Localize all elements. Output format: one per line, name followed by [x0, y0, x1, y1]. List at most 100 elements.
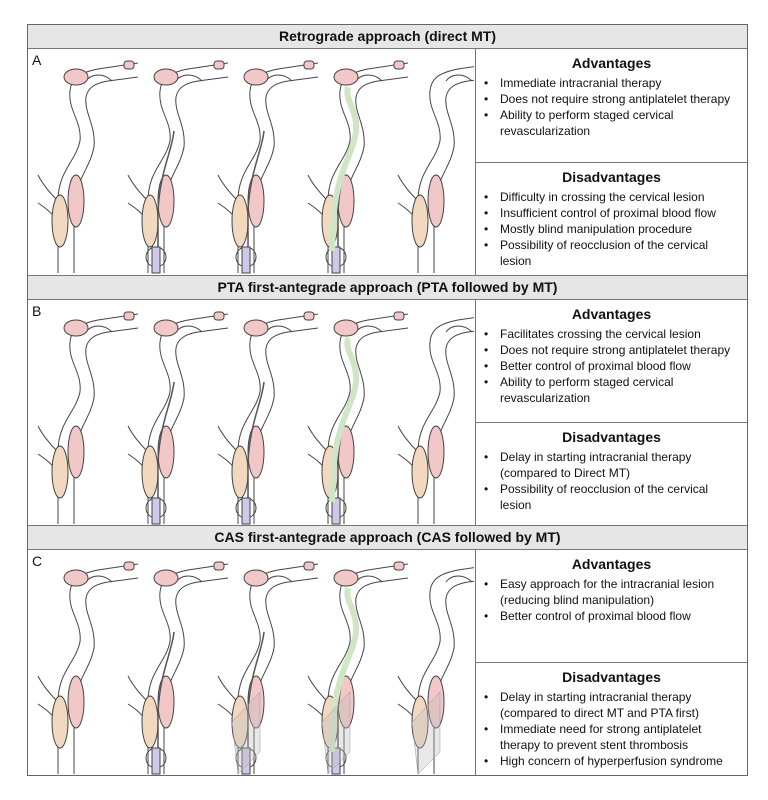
list-item: Immediate intracranial therapy [484, 75, 741, 91]
intracranial-occlusion [153, 569, 179, 587]
vessel-wall [397, 317, 474, 524]
stage-panel [127, 561, 229, 775]
balloon-catheter [331, 497, 341, 525]
guide-catheter [247, 130, 265, 273]
list-item: Better control of proximal blood flow [484, 608, 741, 624]
vessel-wall [307, 563, 409, 774]
distal-vessel-marker [303, 561, 315, 571]
vessel-branch [85, 74, 113, 82]
cervical-plaque [411, 194, 429, 248]
vessel-branch [85, 325, 113, 333]
cervical-lesion [157, 425, 175, 479]
intracranial-occlusion [333, 68, 359, 86]
stage-panel [217, 311, 319, 525]
balloon-catheter [241, 246, 251, 274]
vessel-wall [217, 313, 319, 524]
stage-panel [217, 60, 319, 274]
cervical-plaque [141, 445, 159, 499]
cervical-lesion [427, 174, 445, 228]
list-item: Better control of proximal blood flow [484, 358, 741, 374]
cervical-lesion [157, 174, 175, 228]
advantages-panel: Advantages Immediate intracranial therap… [475, 49, 747, 162]
advantages-heading: Advantages [571, 306, 652, 322]
intracranial-occlusion [243, 319, 269, 337]
disadvantages-heading: Disadvantages [562, 669, 661, 685]
cervical-plaque [51, 445, 69, 499]
carotid-stent [321, 691, 351, 775]
list-item: Insufficient control of proximal blood f… [484, 205, 741, 221]
stage-panel [397, 317, 474, 524]
intracranial-occlusion [63, 569, 89, 587]
vessel-branch [355, 74, 383, 82]
carotid-stent [411, 691, 441, 775]
intracranial-occlusion [63, 319, 89, 337]
carotid-stent [231, 691, 261, 775]
stage-panel [307, 311, 409, 525]
balloon-catheter [151, 246, 161, 274]
guide-catheter [247, 631, 265, 774]
intracranial-occlusion [333, 319, 359, 337]
intracranial-occlusion [243, 569, 269, 587]
advantages-list: Facilitates crossing the cervical lesion… [476, 326, 747, 406]
cervical-lesion [247, 425, 265, 479]
vessel-wall [127, 563, 229, 774]
list-item: Does not require strong antiplatelet the… [484, 91, 741, 107]
balloon-catheter [151, 497, 161, 525]
list-item: Difficulty in crossing the cervical lesi… [484, 189, 741, 205]
stage-panel [127, 311, 229, 525]
cervical-lesion [67, 425, 85, 479]
section-letter: A [32, 52, 42, 68]
balloon-catheter [151, 747, 161, 775]
vessel-wall [397, 567, 474, 774]
stage-panel [397, 66, 474, 273]
section-letter: C [32, 553, 43, 569]
section-title: PTA first-antegrade approach (PTA follow… [28, 276, 747, 300]
distal-vessel-marker [123, 311, 135, 321]
section-c: CAS first-antegrade approach (CAS follow… [28, 526, 747, 775]
advantages-heading: Advantages [571, 556, 652, 572]
vessel-branch [265, 74, 293, 82]
balloon-catheter [241, 747, 251, 775]
disadvantages-heading: Disadvantages [562, 169, 661, 185]
vessel-branch [85, 575, 113, 583]
section-a: Retrograde approach (direct MT) A Advant… [28, 25, 747, 275]
cervical-plaque [231, 445, 249, 499]
list-item: Facilitates crossing the cervical lesion [484, 326, 741, 342]
distal-vessel-marker [393, 311, 405, 321]
stage-panel [307, 60, 409, 274]
cervical-lesion [427, 425, 445, 479]
cervical-plaque [141, 194, 159, 248]
stage-panel [397, 567, 474, 775]
intracranial-occlusion [63, 68, 89, 86]
vessel-branch [265, 325, 293, 333]
list-item: Delay in starting intracranial therapy (… [484, 449, 741, 481]
stent-retriever [329, 337, 360, 503]
stage-panel [37, 311, 139, 524]
vessel-wall [307, 62, 409, 273]
vessel-wall [307, 313, 409, 524]
list-item: Ability to perform staged cervical revas… [484, 107, 741, 139]
balloon-catheter [241, 497, 251, 525]
stage-panel [127, 60, 229, 274]
cervical-plaque [51, 695, 69, 749]
list-item: Does not require strong antiplatelet the… [484, 342, 741, 358]
list-item: Mostly blind manipulation procedure [484, 221, 741, 237]
intracranial-occlusion [243, 68, 269, 86]
disadvantages-list: Delay in starting intracranial therapy (… [476, 449, 747, 513]
intracranial-occlusion [333, 569, 359, 587]
cervical-lesion [67, 675, 85, 729]
guide-catheter [157, 631, 175, 774]
vessel-wall [37, 62, 139, 273]
distal-vessel-marker [393, 561, 405, 571]
distal-vessel-marker [213, 311, 225, 321]
cervical-lesion [67, 174, 85, 228]
distal-vessel-marker [303, 60, 315, 70]
cervical-plaque [51, 194, 69, 248]
stage-panel [37, 561, 139, 774]
list-item: Possibility of reocclusion of the cervic… [484, 481, 741, 513]
disadvantages-panel: Disadvantages Delay in starting intracra… [475, 662, 747, 775]
distal-vessel-marker [393, 60, 405, 70]
stage-panel [37, 60, 139, 273]
vessel-diagram-row-b [37, 311, 474, 525]
vessel-branch [445, 325, 473, 333]
